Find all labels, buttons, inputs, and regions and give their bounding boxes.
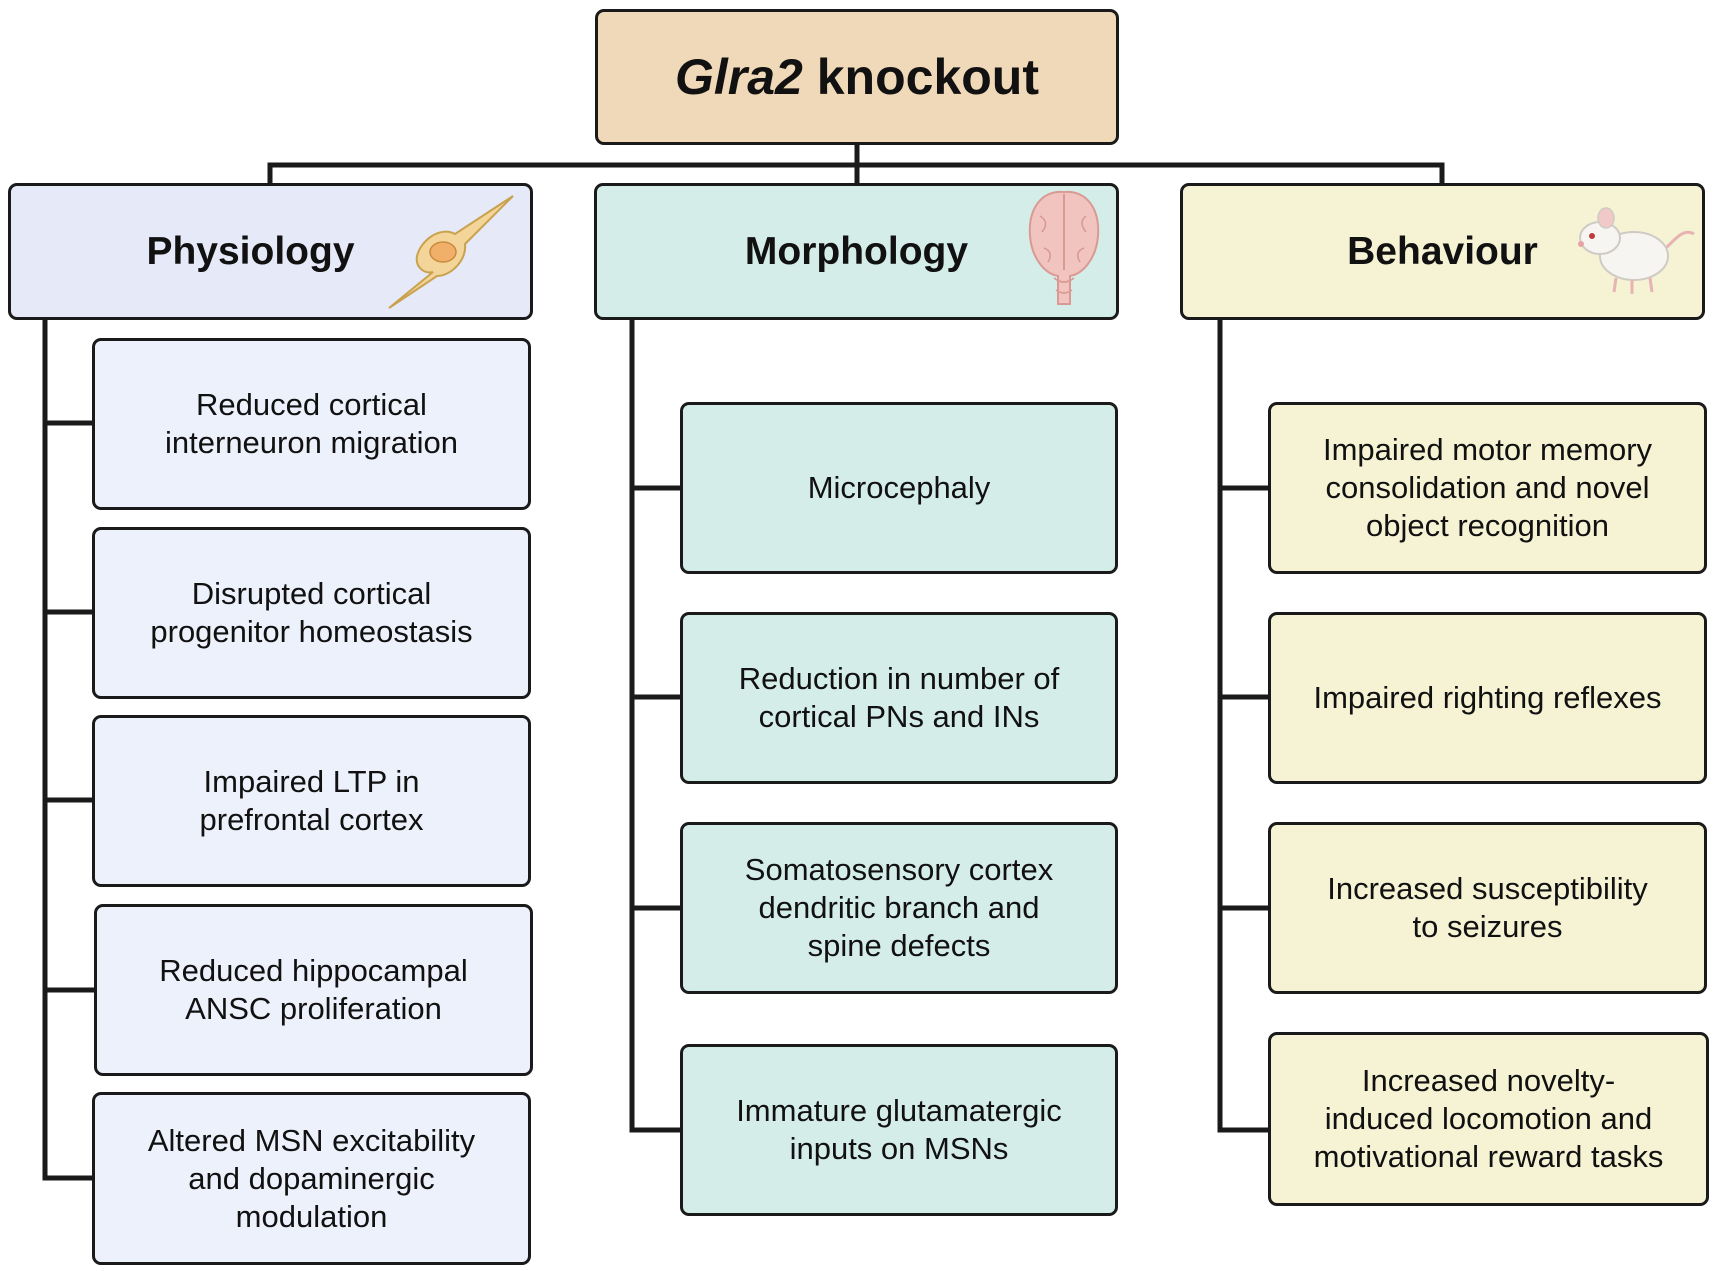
item-text: Reduced cortical interneuron migration <box>165 387 458 460</box>
mouse-icon <box>1578 207 1695 294</box>
item-text: Microcephaly <box>807 470 991 505</box>
behaviour-item: Impaired righting reflexes <box>1268 612 1707 784</box>
morphology-item: Microcephaly <box>680 402 1118 574</box>
neuron-icon <box>388 195 514 309</box>
item-text: Increased novelty- induced locomotion an… <box>1313 1063 1664 1174</box>
behaviour-item: Impaired motor memory consolidation and … <box>1268 402 1707 574</box>
item-text: Impaired motor memory consolidation and … <box>1322 432 1653 543</box>
gene-name: Glra2 <box>675 49 803 105</box>
morphology-title: Morphology <box>744 229 969 273</box>
morphology-item: Somatosensory cortex dendritic branch an… <box>680 822 1118 994</box>
behaviour-item: Increased susceptibility to seizures <box>1268 822 1707 994</box>
root-label: Glra2 knockout <box>675 48 1039 106</box>
morphology-item: Reduction in number of cortical PNs and … <box>680 612 1118 784</box>
behaviour-title: Behaviour <box>1347 229 1538 273</box>
physiology-item: Reduced cortical interneuron migration <box>92 338 531 510</box>
item-text: Disrupted cortical progenitor homeostasi… <box>150 576 473 649</box>
item-text: Impaired righting reflexes <box>1313 680 1662 715</box>
physiology-item: Disrupted cortical progenitor homeostasi… <box>92 527 531 699</box>
physiology-item: Reduced hippocampal ANSC proliferation <box>94 904 533 1076</box>
root-node: Glra2 knockout <box>595 9 1119 145</box>
brain-icon <box>1028 190 1100 305</box>
physiology-item: Altered MSN excitability and dopaminergi… <box>92 1092 531 1265</box>
physiology-title: Physiology <box>146 229 355 273</box>
behaviour-item: Increased novelty- induced locomotion an… <box>1268 1032 1709 1206</box>
root-suffix: knockout <box>802 49 1039 105</box>
physiology-item: Impaired LTP in prefrontal cortex <box>92 715 531 887</box>
item-text: Increased susceptibility to seizures <box>1327 871 1648 944</box>
morphology-item: Immature glutamatergic inputs on MSNs <box>680 1044 1118 1216</box>
item-text: Reduction in number of cortical PNs and … <box>738 661 1060 734</box>
item-text: Reduced hippocampal ANSC proliferation <box>159 953 468 1026</box>
item-text: Immature glutamatergic inputs on MSNs <box>736 1093 1062 1166</box>
item-text: Impaired LTP in prefrontal cortex <box>199 764 424 837</box>
morphology-header: Morphology <box>594 183 1119 320</box>
item-text: Altered MSN excitability and dopaminergi… <box>147 1122 476 1234</box>
item-text: Somatosensory cortex dendritic branch an… <box>744 852 1054 963</box>
